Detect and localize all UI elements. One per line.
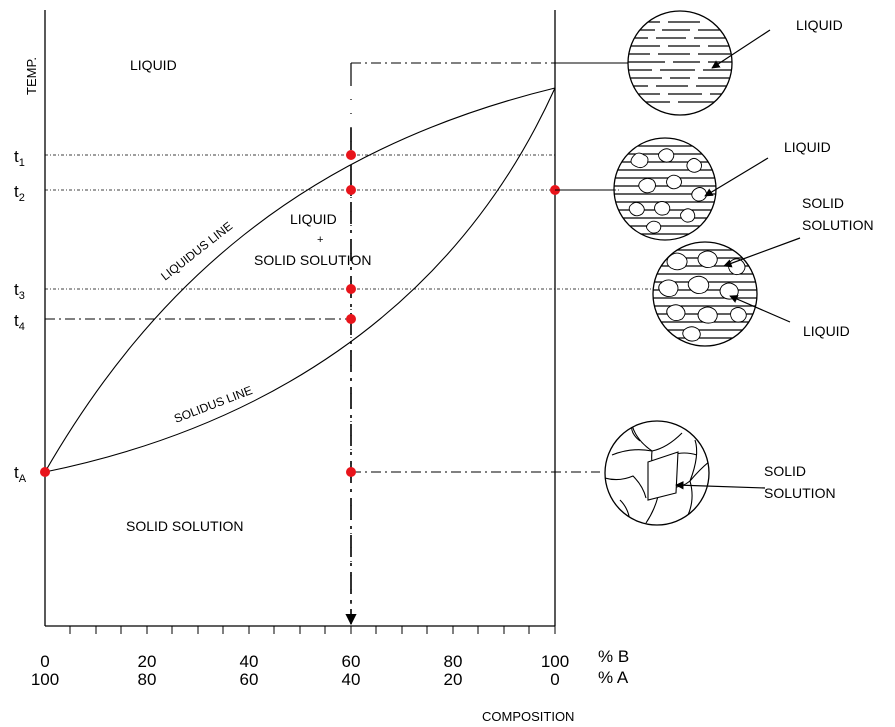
tick-b-60: 60: [342, 652, 361, 671]
microstructure-two-phase-t3: SOLID SOLUTION LIQUID: [652, 195, 874, 347]
x-tick-labels-b: 0 20 40 60 80 100: [40, 652, 569, 671]
region-liquid: LIQUID: [130, 57, 177, 73]
region-two-phase-liquid: LIQUID: [290, 211, 337, 227]
tick-a-40: 40: [342, 670, 361, 689]
point-t4: [346, 314, 356, 324]
micro3-label-solid: SOLID: [802, 195, 844, 211]
tick-b-0: 0: [40, 652, 49, 671]
x-axis-ticks: [69, 626, 556, 634]
tick-b-40: 40: [240, 652, 259, 671]
composition-title: COMPOSITION: [482, 709, 574, 724]
microstructure-two-phase-t2: LIQUID: [555, 137, 831, 241]
tick-b-80: 80: [444, 652, 463, 671]
micro3-label-solution: SOLUTION: [802, 217, 874, 233]
tick-b-20: 20: [138, 652, 157, 671]
region-solid: SOLID SOLUTION: [126, 518, 243, 534]
solidus-label: SOLIDUS LINE: [172, 383, 254, 426]
percent-a-label: % A: [598, 668, 629, 687]
point-ta: [40, 467, 50, 477]
micro4-label-solution: SOLUTION: [764, 485, 836, 501]
region-two-phase-solid: SOLID SOLUTION: [254, 252, 371, 268]
point-t1: [346, 150, 356, 160]
microstructure-solid: SOLID SOLUTION: [604, 420, 836, 526]
point-solid: [346, 467, 356, 477]
temp-label-ta: tA: [14, 463, 27, 485]
point-t2: [346, 185, 356, 195]
tick-a-80: 80: [138, 670, 157, 689]
micro4-label-solid: SOLID: [764, 463, 806, 479]
x-tick-labels-a: 100 80 60 40 20 0: [31, 670, 560, 689]
tick-a-60: 60: [240, 670, 259, 689]
temp-label-t4: t4: [14, 311, 25, 333]
temp-label-t3: t3: [14, 280, 25, 302]
state-points: [40, 150, 560, 477]
temp-label-t1: t1: [14, 147, 25, 169]
tick-a-100: 100: [31, 670, 59, 689]
micro3-label-liquid: LIQUID: [803, 323, 850, 339]
point-t3: [346, 284, 356, 294]
y-axis-title: TEMP.: [24, 57, 39, 95]
tick-a-20: 20: [444, 670, 463, 689]
region-two-phase-plus: +: [317, 234, 323, 246]
solidus-curve: [44, 87, 556, 473]
microstructure-liquid: LIQUID: [555, 10, 843, 116]
micro2-label: LIQUID: [784, 139, 831, 155]
tick-b-100: 100: [541, 652, 569, 671]
temp-label-t2: t2: [14, 182, 25, 204]
micro1-label: LIQUID: [796, 17, 843, 33]
liquidus-curve: [44, 87, 556, 473]
percent-b-label: % B: [598, 647, 629, 666]
tick-a-0: 0: [550, 670, 559, 689]
